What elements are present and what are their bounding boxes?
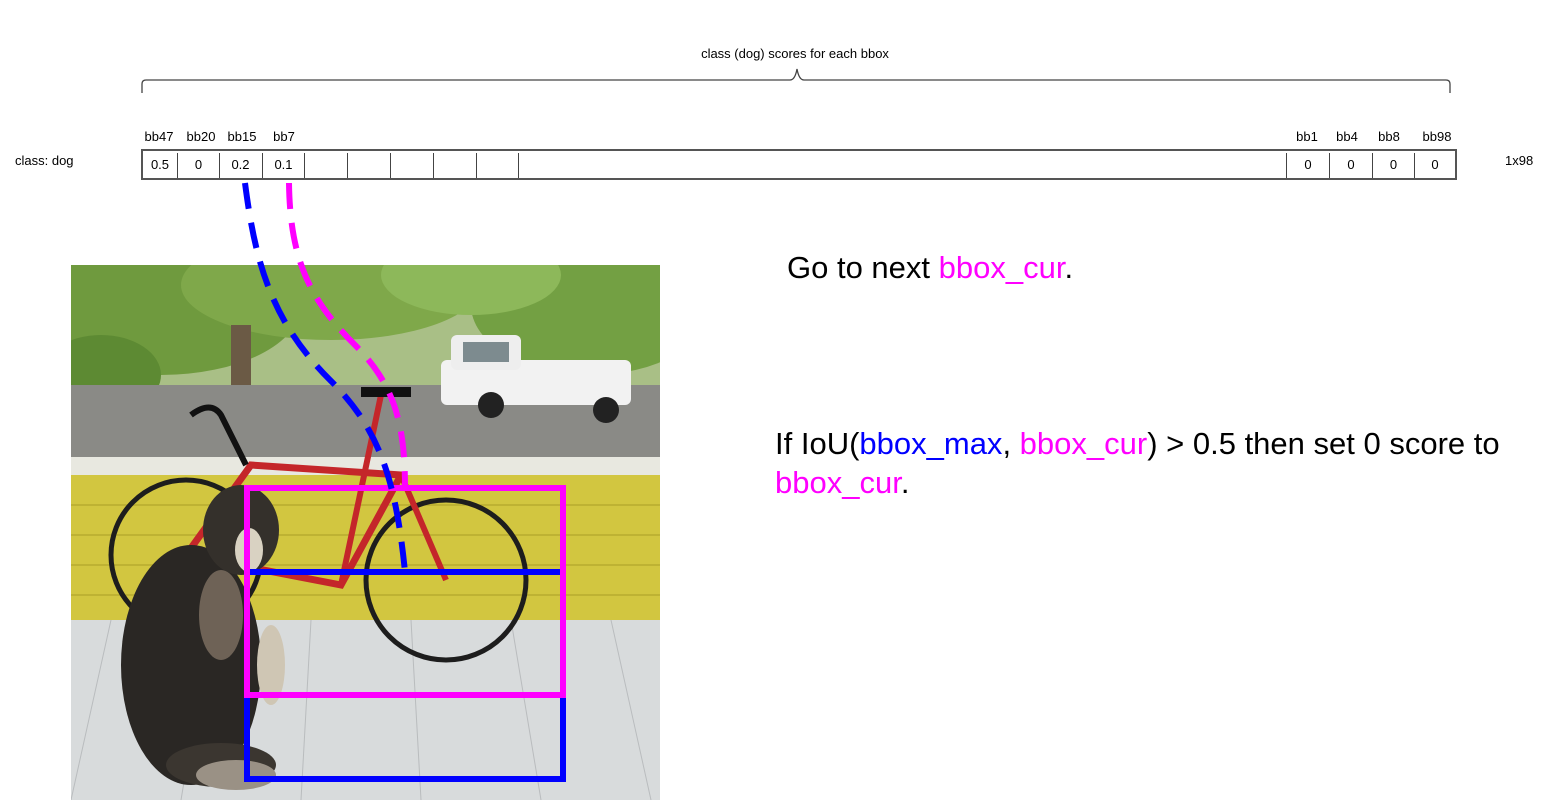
score-cell-bb8: 0 [1389, 157, 1398, 172]
text-suffix: . [1064, 250, 1074, 285]
cell-divider [1286, 153, 1287, 178]
header-bb47: bb47 [144, 129, 174, 144]
bbox-cur-var: bbox_cur [1019, 426, 1148, 461]
header-bb15: bb15 [227, 129, 257, 144]
cell-divider [433, 153, 434, 178]
cell-divider [476, 153, 477, 178]
cell-divider [1414, 153, 1415, 178]
header-bb8: bb8 [1378, 129, 1400, 144]
cell-divider [219, 153, 220, 178]
dog [121, 485, 285, 790]
cell-divider [1372, 153, 1373, 178]
row-label: class: dog [15, 153, 74, 168]
dog-bike-photo [71, 265, 660, 800]
cell-divider [262, 153, 263, 178]
bbox-cur-var-2: bbox_cur [775, 465, 901, 500]
white-pickup-truck [441, 335, 631, 423]
score-cell-bb20: 0 [194, 157, 203, 172]
text-suffix: . [900, 465, 910, 500]
score-cell-bb4: 0 [1347, 157, 1355, 172]
cell-divider [177, 153, 178, 178]
instruction-iou-rule: If IoU(bbox_max, bbox_cur) > 0.5 then se… [775, 424, 1535, 502]
bbox-cur-var: bbox_cur [938, 250, 1065, 285]
bbox-max-var: bbox_max [859, 426, 1003, 461]
header-bb1: bb1 [1296, 129, 1318, 144]
header-bb20: bb20 [186, 129, 216, 144]
text-prefix: Go to next [787, 250, 939, 285]
cell-divider [1329, 153, 1330, 178]
brace-label: class (dog) scores for each bbox [701, 46, 889, 61]
score-cell-bb7: 0.1 [274, 157, 293, 172]
cell-divider [390, 153, 391, 178]
score-cell-bb98: 0 [1431, 157, 1439, 172]
cell-divider [518, 153, 519, 178]
dimension-label: 1x98 [1505, 153, 1534, 168]
header-bb98: bb98 [1422, 129, 1452, 144]
score-cell-bb1: 0 [1304, 157, 1312, 172]
cell-divider [304, 153, 305, 178]
score-cell-bb47: 0.5 [150, 157, 170, 172]
text-prefix: If IoU( [775, 426, 860, 461]
cell-divider [347, 153, 348, 178]
instruction-next-bbox: Go to next bbox_cur. [787, 248, 1073, 287]
header-bb7: bb7 [273, 129, 295, 144]
curly-brace [141, 68, 1451, 93]
score-vector: 0.5 0 0.2 0.1 0 0 0 0 [141, 149, 1457, 180]
header-bb4: bb4 [1336, 129, 1358, 144]
text-comma: , [1002, 426, 1020, 461]
text-mid: ) > 0.5 then set 0 score to [1147, 426, 1500, 461]
score-cell-bb15: 0.2 [231, 157, 250, 172]
